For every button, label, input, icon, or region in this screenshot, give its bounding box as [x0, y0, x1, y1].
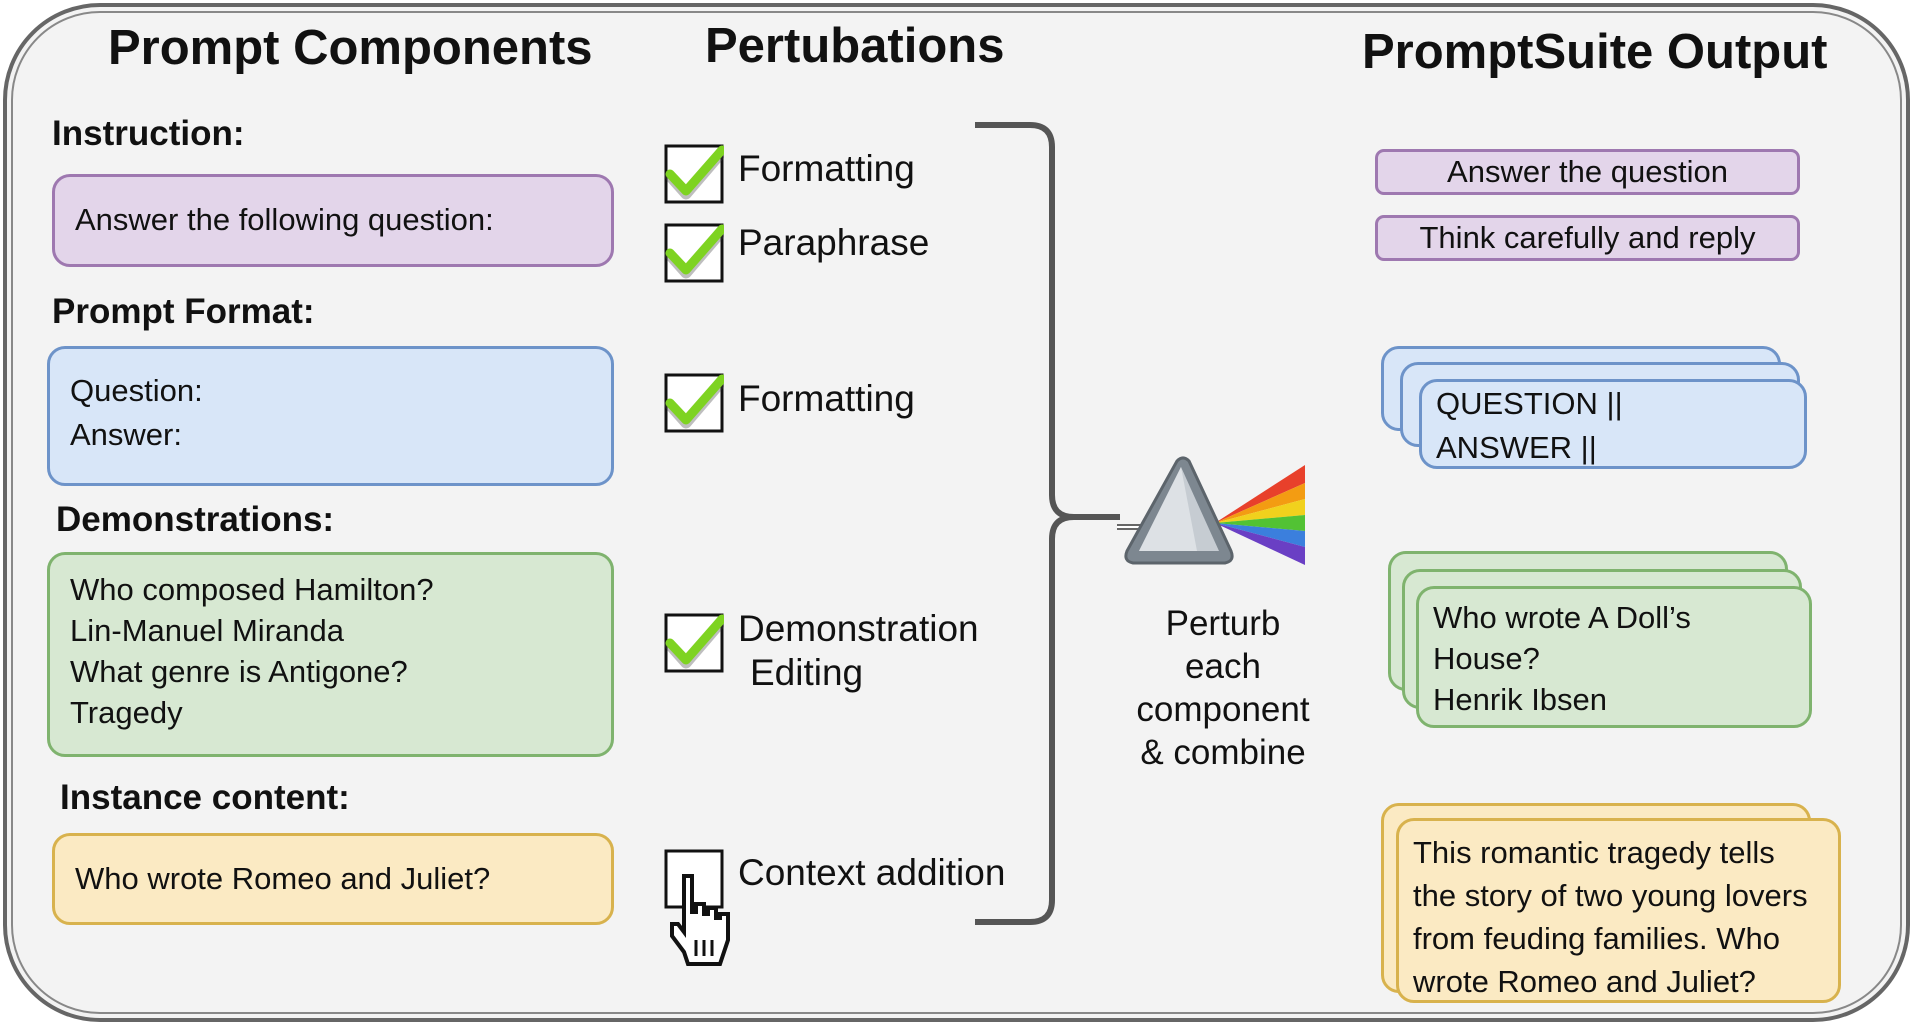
output-demo-line: Who wrote A Doll’s [1433, 600, 1691, 635]
output-instance-card: This romantic tragedy tells the story of… [1396, 818, 1841, 1003]
caption-line: each [1185, 647, 1261, 686]
checkmark-icon[interactable] [664, 223, 724, 283]
output-instance-line: from feuding families. Who [1413, 921, 1780, 956]
output-instance-line: This romantic tragedy tells [1413, 835, 1775, 870]
prism-icon [1117, 456, 1305, 565]
output-instruction-1: Answer the question [1375, 149, 1800, 195]
output-demo-line: Henrik Ibsen [1433, 682, 1608, 717]
instruction-text: Answer the following question: [75, 202, 494, 237]
perturbation-formatting-format: Formatting [738, 378, 915, 419]
demonstration-line: What genre is Antigone? [70, 654, 408, 689]
output-instance-line: the story of two young lovers [1413, 878, 1808, 913]
combine-bracket [975, 122, 1120, 925]
output-instruction-2: Think carefully and reply [1375, 215, 1800, 261]
output-format-line: QUESTION || [1436, 386, 1623, 421]
prompt-format-label: Prompt Format: [52, 292, 315, 331]
checkmark-icon[interactable] [664, 373, 724, 433]
perturbation-paraphrase: Paraphrase [738, 222, 930, 263]
perturbation-context-addition: Context addition [738, 852, 1006, 893]
checkmark-icon[interactable] [664, 144, 724, 204]
output-format-card: QUESTION || ANSWER || [1419, 379, 1807, 469]
hand-pointer-icon [670, 874, 730, 966]
instruction-box: Answer the following question: [52, 174, 614, 267]
prompt-format-line: Question: [70, 373, 203, 408]
prompt-format-line: Answer: [70, 417, 182, 452]
output-format-line: ANSWER || [1436, 430, 1597, 465]
output-heading: PromptSuite Output [1362, 25, 1828, 79]
caption-line: & combine [1140, 733, 1306, 772]
instance-content-text: Who wrote Romeo and Juliet? [75, 861, 491, 896]
checkmark-icon[interactable] [664, 613, 724, 673]
perturbation-formatting-instruction: Formatting [738, 148, 915, 189]
center-caption: Perturb each component & combine [1118, 602, 1328, 774]
instance-content-box: Who wrote Romeo and Juliet? [52, 833, 614, 925]
prompt-format-box: Question: Answer: [47, 346, 614, 486]
perturbation-label-line: Editing [750, 652, 864, 693]
demonstration-line: Who composed Hamilton? [70, 572, 434, 607]
instance-content-label: Instance content: [60, 778, 350, 817]
caption-line: component [1136, 690, 1310, 729]
output-demos-card: Who wrote A Doll’s House? Henrik Ibsen [1416, 586, 1812, 728]
perturbation-label-line: Demonstration [738, 608, 979, 649]
demonstration-line: Tragedy [70, 695, 183, 730]
demonstrations-label: Demonstrations: [56, 500, 335, 539]
demonstrations-box: Who composed Hamilton? Lin-Manuel Mirand… [47, 552, 614, 757]
perturbation-demonstration-editing: Demonstration Editing [738, 607, 979, 695]
demonstration-line: Lin-Manuel Miranda [70, 613, 344, 648]
components-heading: Prompt Components [108, 21, 593, 75]
perturbations-heading: Pertubations [705, 19, 1005, 73]
output-demo-line: House? [1433, 641, 1540, 676]
output-instance-line: wrote Romeo and Juliet? [1413, 964, 1756, 999]
instruction-label: Instruction: [52, 114, 245, 153]
caption-line: Perturb [1165, 604, 1281, 643]
